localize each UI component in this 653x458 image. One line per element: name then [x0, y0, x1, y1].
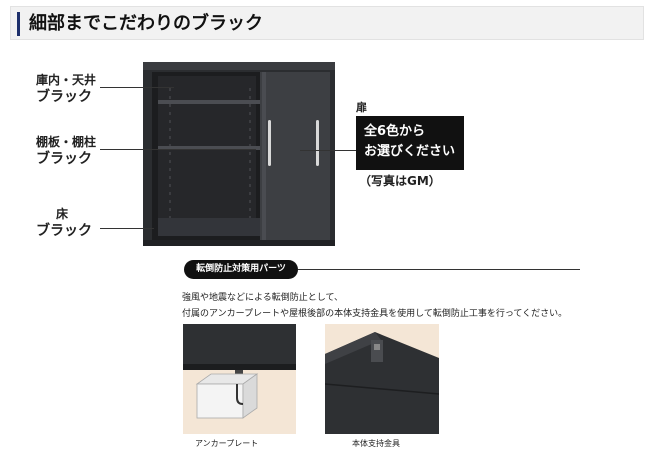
support-bracket-caption: 本体支持金具 [352, 439, 400, 448]
floor-callout-label: 床 [56, 207, 69, 221]
door-color-box: 全6色から お選びください [356, 116, 464, 170]
ceiling-callout-color: ブラック [36, 89, 92, 105]
anchor-plate-photo [183, 324, 296, 434]
door-photo-note: （写真はGM） [359, 174, 441, 188]
section-header: 細部までこだわりのブラック [10, 6, 644, 40]
anchor-plate-caption: アンカープレート [195, 439, 259, 448]
shelf-callout-label: 棚板・棚柱 [36, 135, 97, 149]
shelf-leader-line [100, 149, 256, 150]
door-leader-line [300, 150, 356, 151]
shelf-callout-color: ブラック [36, 151, 92, 167]
parts-desc-line2: 付属のアンカープレートや屋根後部の本体支持金具を使用して転倒防止工事を行ってくだ… [182, 309, 568, 319]
parts-badge: 転倒防止対策用パーツ [184, 260, 298, 279]
parts-divider [298, 269, 580, 270]
floor-callout: 床 ブラック [36, 206, 92, 240]
support-bracket-photo [325, 324, 439, 434]
door-label: 扉 [356, 101, 367, 114]
shed-photo [143, 62, 335, 246]
floor-callout-color: ブラック [36, 223, 92, 239]
door-box-line1: 全6色から [364, 124, 426, 139]
ceiling-callout-label: 庫内・天井 [36, 73, 97, 87]
parts-desc-line1: 強風や地震などによる転倒防止として、 [182, 293, 344, 303]
header-accent-bar [17, 12, 20, 36]
floor-leader-line [100, 228, 154, 229]
shelf-callout: 棚板・棚柱 ブラック [36, 134, 96, 168]
page-title: 細部までこだわりのブラック [29, 13, 263, 34]
door-box-line2: お選びください [364, 144, 456, 159]
ceiling-leader-line [100, 87, 174, 88]
ceiling-callout: 庫内・天井 ブラック [36, 72, 96, 106]
